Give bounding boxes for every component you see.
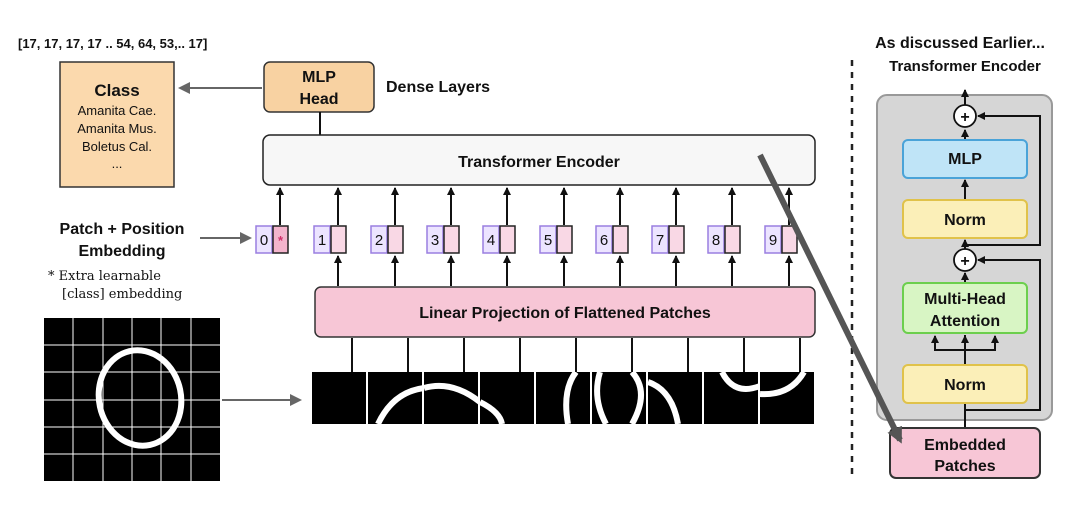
patch-embedding-box (781, 225, 798, 254)
digit-stroke (423, 382, 482, 405)
token-position-box (764, 225, 782, 254)
digit-stroke (594, 369, 644, 426)
token-position-box (313, 225, 331, 254)
plus-symbol: + (960, 253, 969, 270)
image-patch (536, 372, 590, 424)
pointer-arrow (757, 153, 903, 444)
token-index: 9 (769, 232, 777, 249)
token-position-box (595, 225, 613, 254)
input-image (44, 318, 220, 481)
token-position-box (651, 225, 669, 254)
token-index: 4 (487, 232, 495, 249)
class-token-embedding (272, 225, 289, 254)
class-item: ... (112, 156, 123, 171)
norm-block-top (902, 199, 1028, 239)
token-position-box (539, 225, 557, 254)
linear-projection-box (314, 286, 816, 338)
norm-top-label: Norm (944, 212, 986, 229)
token-index: 2 (375, 232, 383, 249)
norm-block-bottom (902, 364, 1028, 404)
mha-input-arrow (931, 335, 965, 351)
token-position-box (707, 225, 725, 254)
patch-embedding-box (668, 225, 685, 254)
class-item: Amanita Cae. (78, 103, 157, 118)
mha-block (902, 282, 1028, 334)
mlp-block-label: MLP (948, 151, 982, 168)
patch-position-label: Patch + Position (60, 221, 185, 238)
token-index: 7 (656, 232, 664, 249)
mlp-head-label: Head (299, 91, 338, 108)
patch-embedding-box (330, 225, 347, 254)
mlp-head-label: MLP (302, 69, 336, 86)
token-index: 6 (600, 232, 608, 249)
transformer-encoder-label: Transformer Encoder (458, 154, 620, 171)
class-item: Boletus Cal. (82, 139, 152, 154)
digit-stroke (719, 370, 762, 392)
class-token-mark: * (278, 233, 284, 248)
embedded-label: Patches (934, 458, 995, 475)
patch-embedding-box (724, 225, 741, 254)
mlp-block (902, 139, 1028, 179)
patch-embedding-box (556, 225, 573, 254)
patch-embedding-box (387, 225, 404, 254)
image-patch (480, 372, 534, 424)
token-group: 0 * 1 2 3 4 5 6 7 8 9 (255, 187, 798, 286)
mha-label: Attention (930, 313, 1000, 330)
mha-input-arrow (965, 335, 999, 351)
patch-embedding-box (499, 225, 516, 254)
token-position-box (370, 225, 388, 254)
token-position-box (482, 225, 500, 254)
token-index: 8 (712, 232, 720, 249)
transformer-encoder-box (262, 134, 816, 186)
extra-note: * Extra learnable (48, 269, 161, 284)
right-heading: As discussed Earlier... (875, 35, 1045, 52)
norm-bottom-label: Norm (944, 377, 986, 394)
add-circle-top (953, 104, 977, 128)
embedded-patches-box (889, 427, 1041, 479)
residual-arrow (965, 256, 1041, 411)
patch-position-label: Embedding (78, 243, 165, 260)
token-index: 0 (260, 232, 268, 249)
token-index: 3 (431, 232, 439, 249)
right-panel-title: Transformer Encoder (889, 58, 1041, 75)
sequence-text: [17, 17, 17, 17 .. 54, 64, 53,.. 17] (18, 36, 207, 51)
token-index: 5 (544, 232, 552, 249)
digit-stroke (375, 385, 425, 426)
linear-projection-label: Linear Projection of Flattened Patches (419, 305, 711, 322)
digit-stroke (646, 379, 681, 425)
class-title: Class (94, 81, 139, 100)
plus-symbol: + (960, 109, 969, 126)
residual-arrow (965, 112, 1041, 246)
patch-strip (312, 338, 814, 426)
digit-stroke (478, 399, 505, 425)
mha-label: Multi-Head (924, 291, 1006, 308)
digit-stroke (563, 370, 579, 425)
class-box (59, 61, 175, 188)
image-patch (760, 372, 814, 424)
class-item: Amanita Mus. (77, 121, 156, 136)
dense-layers-label: Dense Layers (386, 79, 490, 96)
digit-stroke (759, 370, 807, 398)
token-position-box (255, 225, 273, 254)
token-index: 1 (318, 232, 326, 249)
patch-embedding-box (443, 225, 460, 254)
extra-note: [class] embedding (62, 287, 182, 302)
patch-embedding-box (612, 225, 629, 254)
add-circle-bottom (953, 248, 977, 272)
embedded-label: Embedded (924, 437, 1006, 454)
image-patch (312, 372, 366, 424)
token-position-box (426, 225, 444, 254)
